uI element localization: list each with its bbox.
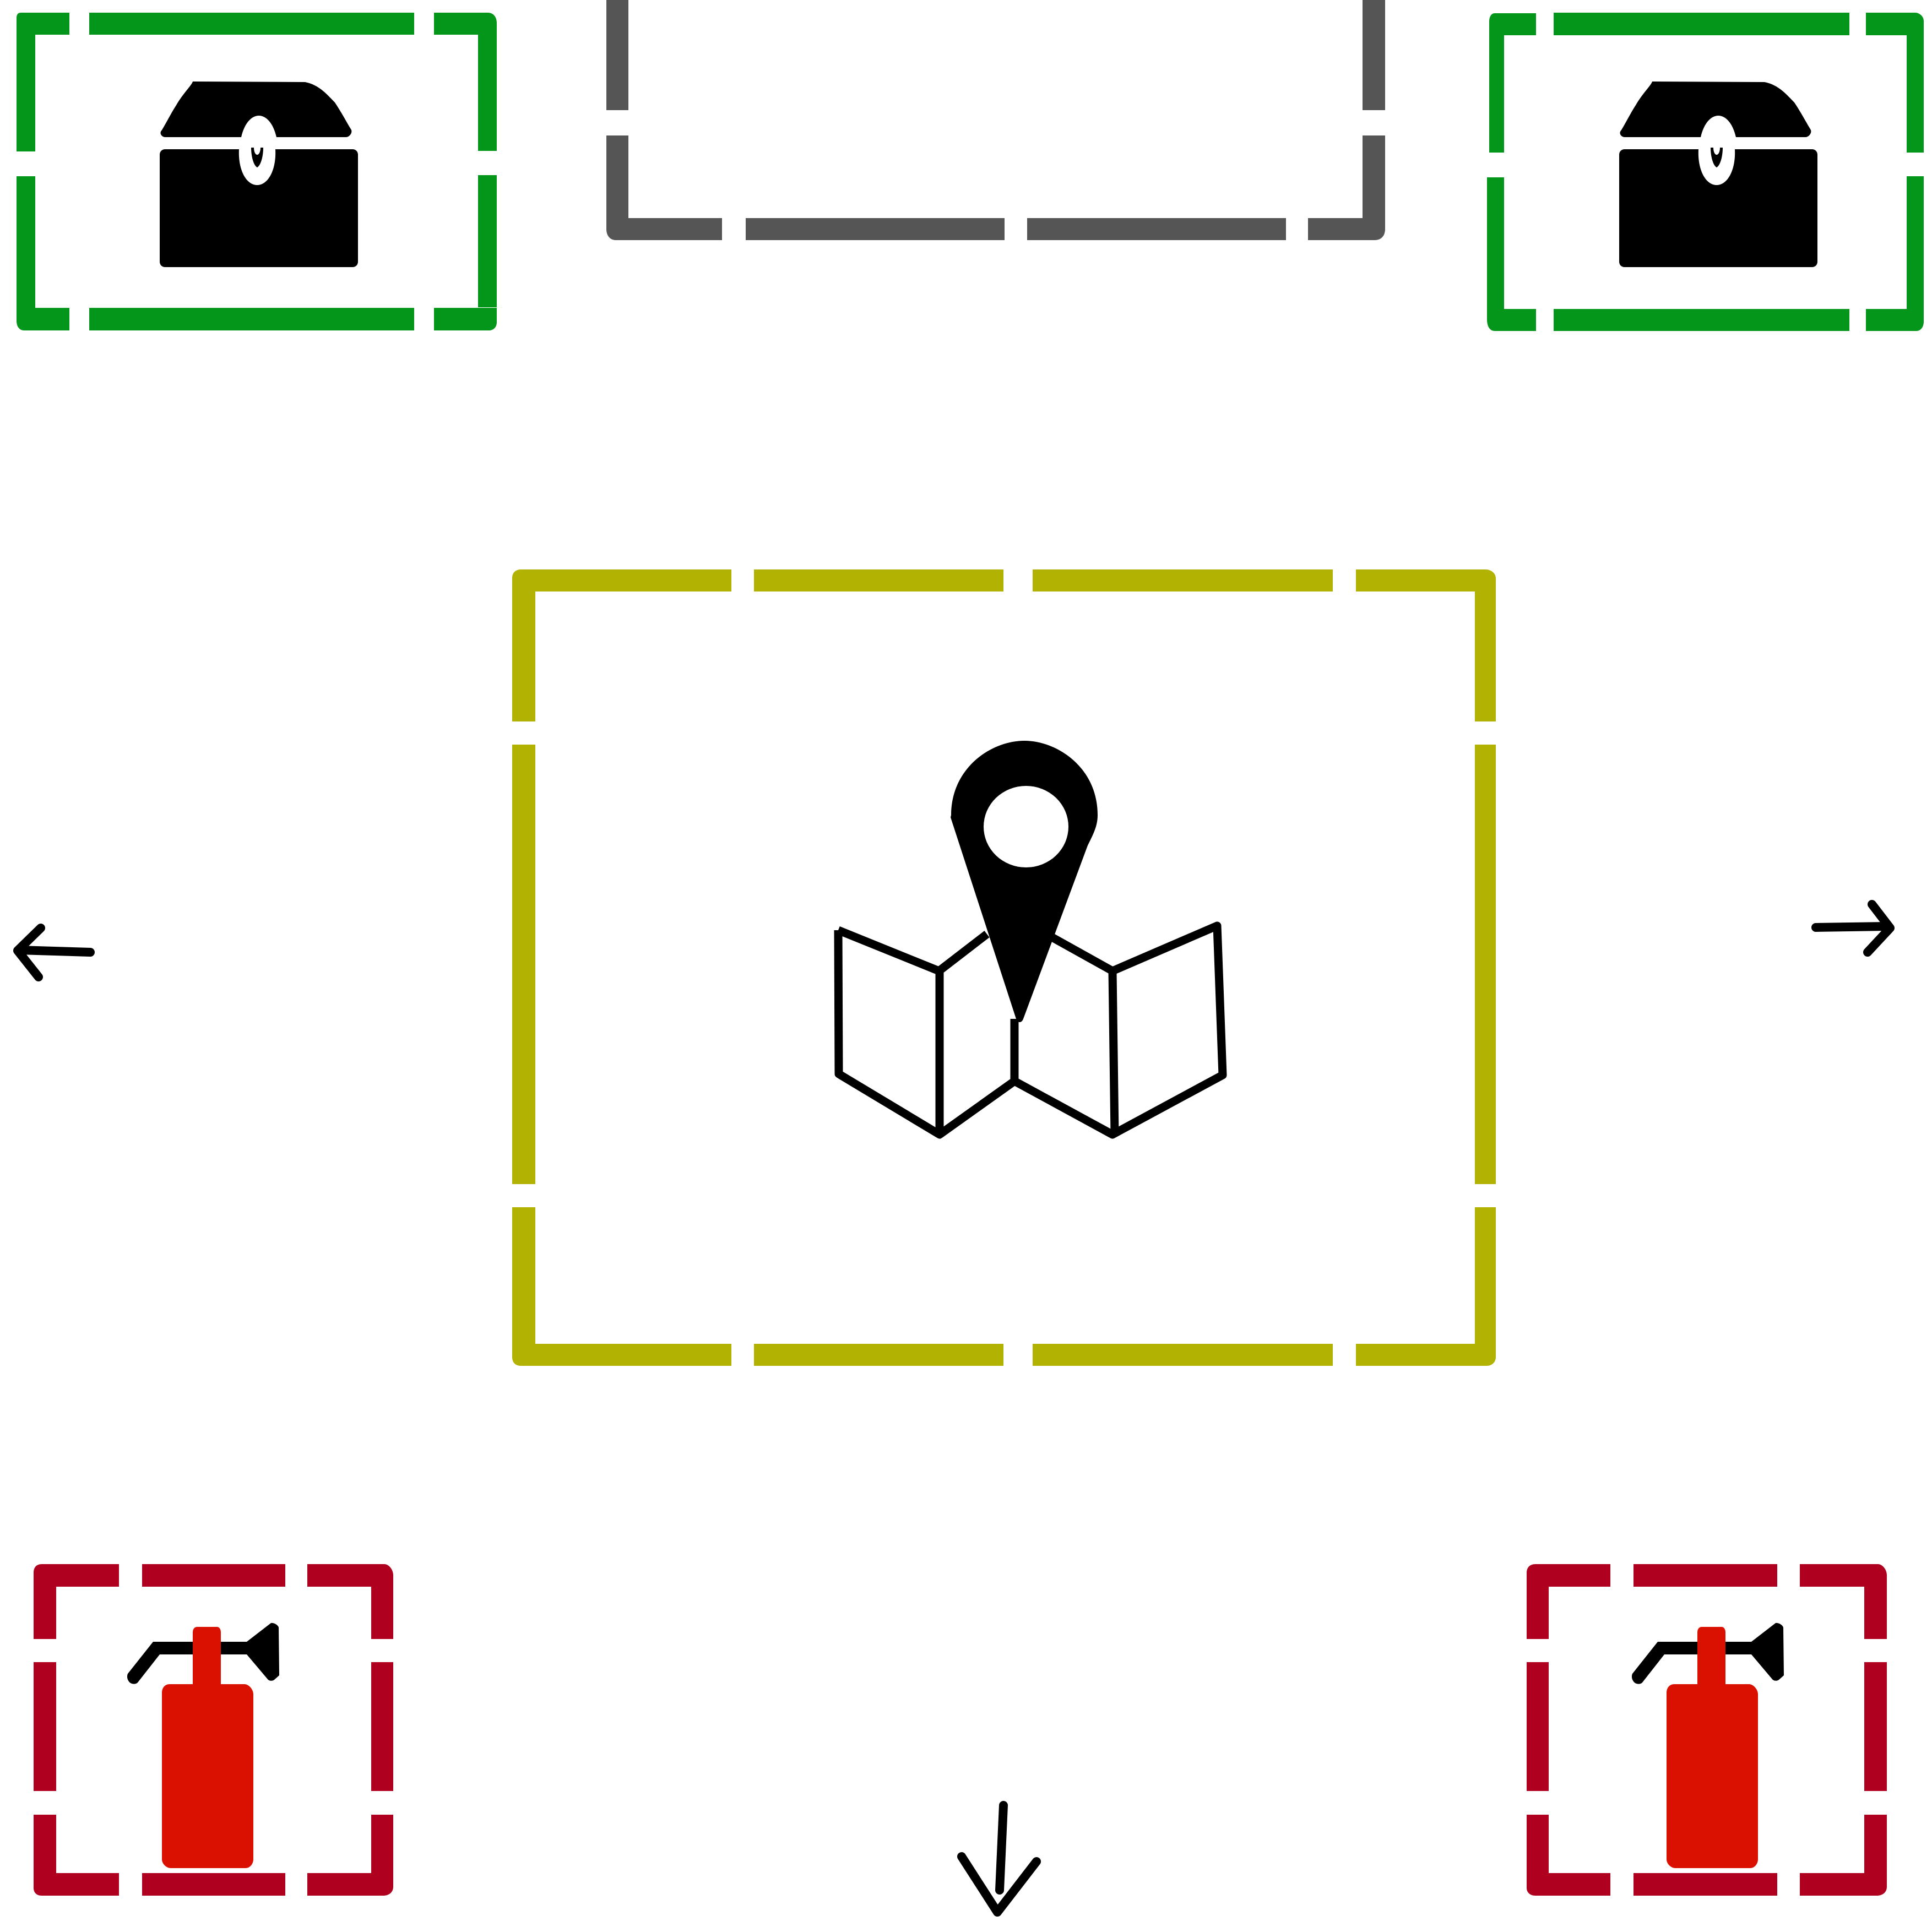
chest-tile-top-right[interactable] xyxy=(1487,13,1924,331)
empty-tile-top[interactable] xyxy=(606,0,1385,240)
treasure-chest-icon xyxy=(160,82,358,267)
extinguisher-tile-bottom-right[interactable] xyxy=(1527,1564,1887,1896)
map-pin-icon xyxy=(834,741,1227,1139)
extinguisher-tile-bottom-left[interactable] xyxy=(34,1564,393,1896)
map-tile-center[interactable] xyxy=(512,569,1496,1366)
fire-extinguisher-icon xyxy=(127,1622,280,1868)
tile-border xyxy=(606,0,1385,240)
tile-border xyxy=(17,13,497,330)
arrow-down-icon[interactable] xyxy=(957,1801,1041,1917)
arrow-left-icon[interactable] xyxy=(13,924,95,981)
tile-border xyxy=(34,1564,393,1896)
tile-border xyxy=(1487,13,1924,331)
treasure-chest-icon xyxy=(1619,82,1817,267)
fire-extinguisher-icon xyxy=(1631,1622,1784,1868)
chest-tile-top-left[interactable] xyxy=(17,13,497,330)
tile-border xyxy=(1527,1564,1887,1896)
arrow-right-icon[interactable] xyxy=(1811,900,1895,957)
tile-border xyxy=(512,569,1496,1366)
